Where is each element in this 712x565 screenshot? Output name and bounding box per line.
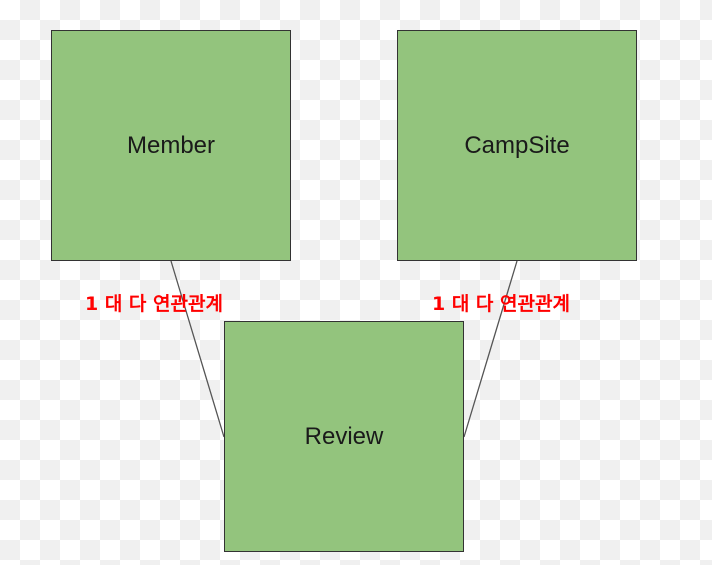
campsite-entity-box[interactable]: CampSite [397, 30, 637, 261]
review-entity-label: Review [304, 422, 384, 450]
member-review-connector [170, 260, 225, 438]
campsite-entity-label: CampSite [464, 131, 570, 159]
member-entity-box[interactable]: Member [51, 30, 291, 261]
campsite-review-relationship-label: 1 대 다 연관관계 [432, 293, 570, 315]
review-entity-box[interactable]: Review [224, 321, 464, 552]
member-review-relationship-label: 1 대 다 연관관계 [85, 293, 223, 315]
campsite-review-connector [463, 260, 518, 438]
member-entity-label: Member [126, 131, 216, 159]
